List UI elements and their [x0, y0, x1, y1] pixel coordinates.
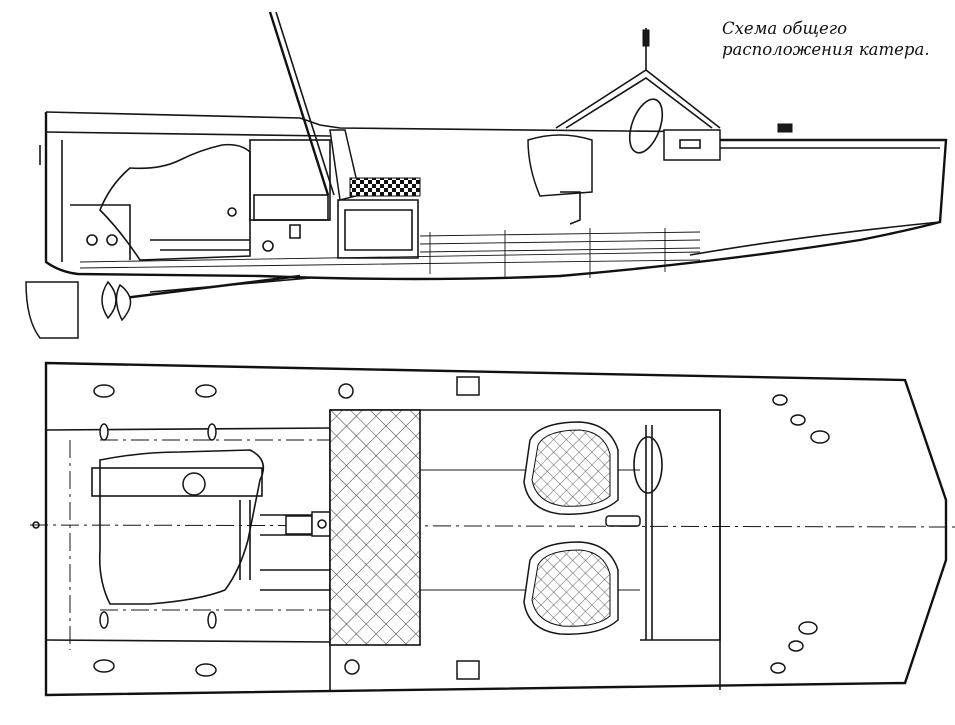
- rear-seat-cushion-side: [349, 177, 421, 197]
- transom-fitting: [86, 234, 98, 246]
- stern-hatch: [456, 660, 480, 680]
- plan-view: [29, 361, 955, 697]
- propeller: [101, 280, 117, 320]
- dashboard-side: [663, 129, 721, 161]
- hull-plan-outline: [44, 361, 948, 697]
- front-seat-side: [527, 134, 593, 197]
- diagram-caption: Схема общего расположения катера.: [722, 18, 947, 60]
- rudder: [25, 281, 79, 339]
- steering-wheel-plan: [633, 436, 663, 494]
- hull-side-outline: [44, 112, 948, 281]
- mast-pole: [268, 11, 330, 196]
- side-view: [25, 11, 948, 339]
- deck-cleats: [93, 383, 830, 677]
- caption-line-2: расположения катера.: [722, 40, 930, 59]
- steering-wheel-side: [628, 98, 664, 154]
- caption-line-1: Схема общего: [722, 19, 848, 38]
- engine-cutaway: [99, 143, 251, 261]
- engine-flywheel: [182, 472, 206, 496]
- hull-planking: [79, 228, 701, 278]
- bow-hatch: [456, 376, 480, 396]
- centerline: [29, 524, 955, 528]
- rear-seat-cushion-plan: [329, 409, 421, 646]
- engine-compartment-plan: [98, 449, 265, 605]
